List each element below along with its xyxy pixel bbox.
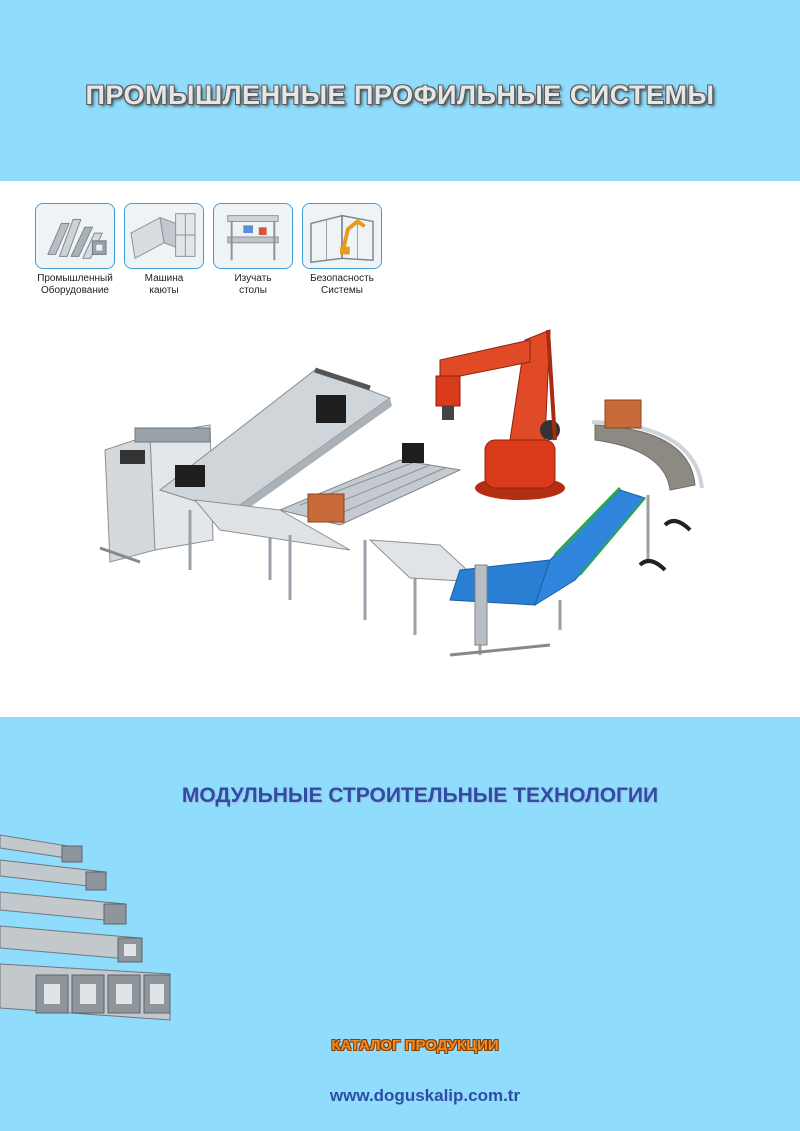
catalog-label: КАТАЛОГ ПРОДУКЦИИ <box>331 1037 499 1054</box>
work-table-icon <box>213 203 293 269</box>
blue-belt-conveyor <box>449 486 646 657</box>
footer-band <box>0 717 800 1131</box>
safety-fence-icon <box>302 203 382 269</box>
page-title: ПРОМЫШЛЕННЫЕ ПРОФИЛЬНЫЕ СИСТЕМЫ <box>85 80 715 110</box>
aluminum-profiles-image <box>0 830 185 1030</box>
header-band <box>0 0 800 181</box>
upper-conveyor <box>158 367 392 580</box>
robot-arm <box>435 329 565 500</box>
machine-cabin-icon <box>124 203 204 269</box>
roller-conveyor <box>175 443 482 635</box>
footer-subtitle: МОДУЛЬНЫЕ СТРОИТЕЛЬНЫЕ ТЕХНОЛОГИИ <box>181 784 659 807</box>
aluminum-profiles-icon <box>35 203 115 269</box>
website-link[interactable]: www.doguskalip.com.tr <box>329 1086 521 1105</box>
curved-conveyor <box>591 399 704 572</box>
conveyor-robot-illustration <box>80 300 730 690</box>
